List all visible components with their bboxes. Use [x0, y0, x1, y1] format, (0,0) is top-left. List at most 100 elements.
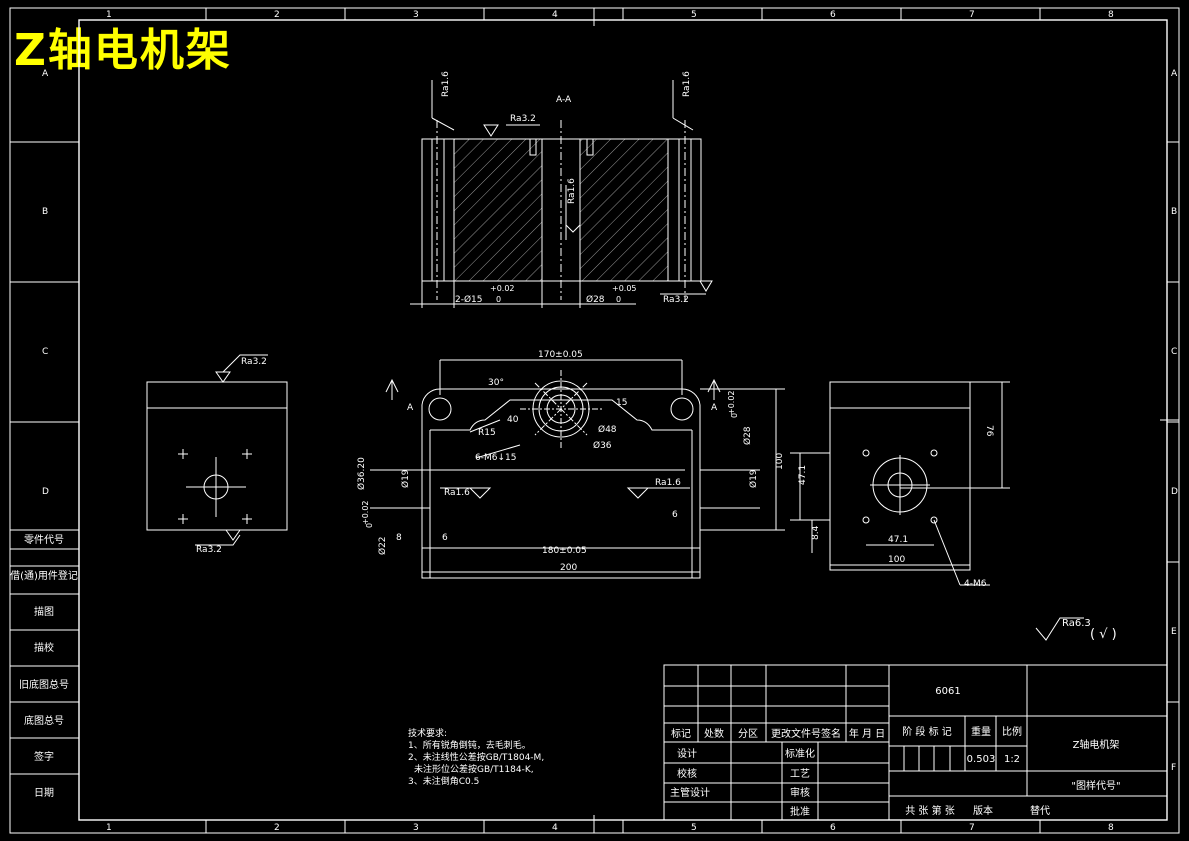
dim-h100: 100 — [775, 453, 785, 470]
ra16-section-left: Ra1.6 — [441, 71, 451, 97]
zone-col-4: 4 — [552, 10, 558, 20]
record-trace-check: 描校 — [34, 641, 54, 654]
tb-review: 审核 — [790, 786, 810, 799]
dim-w471: 47.1 — [888, 535, 908, 545]
dim-h40: 40 — [507, 415, 519, 425]
record-sign: 签字 — [34, 750, 54, 763]
zone-row-f-right: F — [1171, 763, 1176, 773]
zone-col-7-bottom: 7 — [969, 823, 975, 833]
zone-col-8: 8 — [1108, 10, 1114, 20]
hole-dim: 2-Ø15 — [455, 294, 483, 305]
tb-chief: 主管设计 — [670, 786, 710, 799]
tb-material: 6061 — [935, 686, 960, 697]
zone-row-a: A — [42, 69, 49, 79]
dim-h76: 76 — [984, 425, 994, 437]
tech-line-2: 2、未注线性公差按GB/T1804-M, — [408, 751, 544, 763]
dim-r15: R15 — [478, 428, 496, 438]
zone-row-b-right: B — [1171, 207, 1177, 217]
tb-scale: 1:2 — [1004, 754, 1020, 765]
zone-col-4-bottom: 4 — [552, 823, 558, 833]
tb-rev-mark: 标记 — [671, 728, 691, 740]
left-view — [146, 354, 288, 546]
tb-rev-date: 年 月 日 — [849, 727, 885, 740]
record-date: 日期 — [34, 787, 54, 799]
drawing-title-overlay: Z轴电机架 — [14, 25, 232, 76]
tb-check: 校核 — [677, 767, 697, 780]
dim-d36: Ø36 — [593, 440, 612, 451]
record-old-base: 旧底图总号 — [19, 678, 69, 691]
tb-stage-label: 阶 段 标 记 — [902, 725, 952, 738]
record-borrowed: 借(通)用件登记 — [10, 569, 78, 582]
front-view-labels: A A 170±0.05 30° R15 Ø48 Ø36 6-M6↓15 15 … — [356, 350, 785, 573]
other-roughness-symbol: ( √ ) — [1090, 627, 1117, 642]
dim-h84: 8.4 — [811, 525, 821, 540]
zone-col-3: 3 — [413, 10, 419, 20]
ra63-note: Ra6.3 — [1062, 618, 1091, 629]
zone-col-6: 6 — [830, 10, 836, 20]
zone-col-6-bottom: 6 — [830, 823, 836, 833]
zone-row-e-right: E — [1171, 627, 1177, 637]
zone-col-1-bottom: 1 — [106, 823, 112, 833]
tb-process: 工艺 — [790, 768, 810, 780]
bore-tol-upper: +0.05 — [612, 284, 637, 293]
zone-row-c: C — [42, 347, 48, 357]
tb-scale-label: 比例 — [1002, 725, 1022, 738]
section-mark-left: A — [407, 403, 414, 413]
bore-tol-lower: 0 — [616, 295, 621, 304]
record-trace: 描图 — [34, 605, 54, 618]
dim-w100: 100 — [888, 555, 905, 565]
tb-rev-count: 处数 — [704, 727, 724, 740]
dim-tap: 4-M6 — [964, 579, 987, 589]
tb-replace: 替代 — [1030, 804, 1050, 817]
dim-d22: Ø22 — [377, 536, 388, 555]
dim-200: 200 — [560, 563, 577, 573]
zone-col-2: 2 — [274, 10, 280, 20]
left-view-labels: Ra3.2 Ra3.2 — [196, 357, 267, 555]
section-view-aa — [410, 80, 713, 308]
dim-w6-right: 6 — [672, 510, 678, 520]
dim-h15: 15 — [616, 398, 627, 408]
zone-row-d: D — [42, 487, 49, 497]
right-view-labels: 76 47.1 8.4 47.1 100 4-M6 — [798, 425, 994, 589]
ra16-section-right: Ra1.6 — [682, 71, 692, 97]
record-base-no: 底图总号 — [24, 714, 64, 727]
zone-col-3-bottom: 3 — [413, 823, 419, 833]
tb-approve: 批准 — [790, 805, 810, 818]
zone-col-8-bottom: 8 — [1108, 823, 1114, 833]
dim-d28-tol-upper: +0.02 — [727, 390, 736, 415]
dim-w6-left: 6 — [442, 533, 448, 543]
tb-version: 版本 — [973, 804, 993, 817]
dim-d22-tol-lower: 0 — [365, 523, 374, 528]
dim-angle: 30° — [488, 378, 504, 388]
tb-mass: 0.503 — [967, 754, 996, 765]
tb-mass-label: 重量 — [971, 725, 991, 738]
zone-row-c-right: C — [1171, 347, 1177, 357]
tech-heading: 技术要求: — [408, 727, 447, 739]
tb-rev-zone: 分区 — [738, 728, 758, 740]
other-roughness-note: Ra6.3 ( √ ) — [1035, 617, 1117, 642]
right-view — [790, 381, 1010, 586]
zone-labels: 1 2 3 4 5 6 7 8 1 2 3 4 5 6 7 8 A B C D … — [42, 10, 1178, 833]
ra32-section-bottom: Ra3.2 — [663, 295, 689, 305]
tb-rev-file: 更改文件号签名 — [771, 727, 841, 740]
hole-tol-upper: +0.02 — [490, 284, 515, 293]
dim-thread: 6-M6↓15 — [475, 453, 516, 463]
tech-line-4: 3、未注倒角C0.5 — [408, 775, 479, 787]
bore-dim: Ø28 — [586, 294, 605, 305]
ra16-front-left: Ra1.6 — [444, 488, 470, 498]
dim-d3620: Ø36.20 — [356, 457, 367, 490]
drawing-frame — [9, 7, 1180, 834]
tech-line-3: 未注形位公差按GB/T1184-K, — [414, 763, 534, 775]
dim-d28: Ø28 — [742, 426, 753, 445]
section-view-labels: A-A Ra3.2 Ra1.6 Ra1.6 Ra1.6 Ra3.2 2-Ø15 … — [441, 71, 692, 305]
tb-part-name: Z轴电机架 — [1073, 738, 1120, 751]
zone-row-b: B — [42, 207, 48, 217]
section-title: A-A — [556, 95, 572, 105]
ra32-left-top: Ra3.2 — [241, 357, 267, 367]
dim-d22-tol-upper: +0.02 — [361, 500, 370, 525]
tech-line-1: 1、所有锐角倒钝，去毛刺毛。 — [408, 739, 531, 751]
front-view — [370, 359, 785, 579]
zone-col-2-bottom: 2 — [274, 823, 280, 833]
dim-180: 180±0.05 — [542, 546, 587, 556]
